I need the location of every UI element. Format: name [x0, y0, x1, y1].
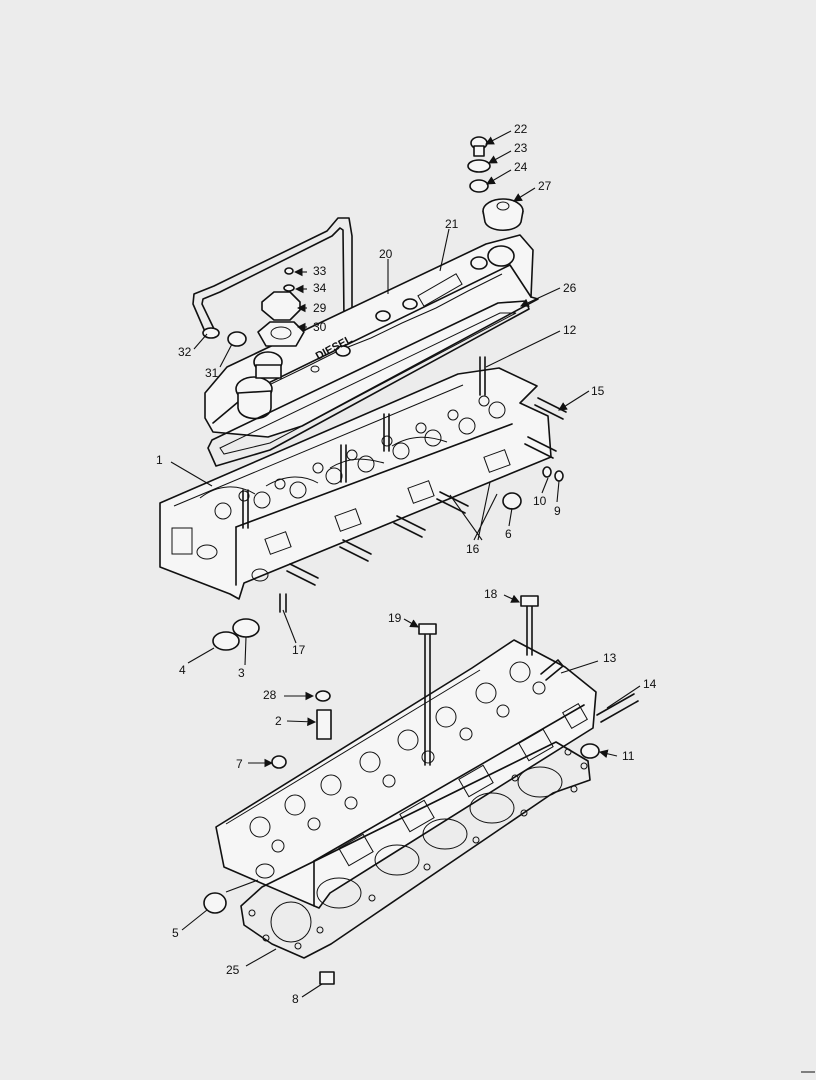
studs-upper [242, 356, 567, 613]
oil-filler-cap [482, 198, 524, 232]
callout-33: 33 [313, 264, 327, 278]
callout-3: 3 [238, 666, 245, 680]
callout-32: 32 [178, 345, 192, 359]
callout-18: 18 [484, 587, 498, 601]
callout-2: 2 [275, 714, 282, 728]
callout-5: 5 [172, 926, 179, 940]
head-gasket [240, 741, 591, 959]
callout-34: 34 [313, 281, 327, 295]
callout-1: 1 [156, 453, 163, 467]
callout-labels: 22 23 24 27 21 20 26 12 15 33 34 29 30 3… [156, 122, 657, 1006]
callout-24: 24 [514, 160, 528, 174]
callout-11: 11 [622, 749, 635, 763]
callout-leaders [170, 130, 641, 998]
small-parts-lower [203, 595, 639, 985]
callout-13: 13 [603, 651, 617, 665]
callout-23: 23 [514, 141, 528, 155]
callout-15: 15 [591, 384, 605, 398]
callout-29: 29 [313, 301, 327, 315]
callout-31: 31 [205, 366, 219, 380]
callout-12: 12 [563, 323, 577, 337]
callout-27: 27 [538, 179, 552, 193]
callout-22: 22 [514, 122, 528, 136]
callout-30: 30 [313, 320, 327, 334]
rocker-cover: DIESEL [204, 234, 539, 438]
callout-25: 25 [226, 963, 240, 977]
callout-19: 19 [388, 611, 402, 625]
callout-6: 6 [505, 527, 512, 541]
cylinder-head-upper [159, 367, 552, 600]
callout-16: 16 [466, 542, 480, 556]
callout-28: 28 [263, 688, 277, 702]
callout-21: 21 [445, 217, 459, 231]
callout-17: 17 [292, 643, 306, 657]
callout-7: 7 [236, 757, 243, 771]
callout-20: 20 [379, 247, 393, 261]
callout-10: 10 [533, 494, 547, 508]
callout-14: 14 [643, 677, 657, 691]
callout-8: 8 [292, 992, 299, 1006]
callout-9: 9 [554, 504, 561, 518]
callout-26: 26 [563, 281, 577, 295]
cylinder-head-lower [215, 639, 597, 909]
breather-hose [192, 217, 353, 339]
callout-4: 4 [179, 663, 186, 677]
